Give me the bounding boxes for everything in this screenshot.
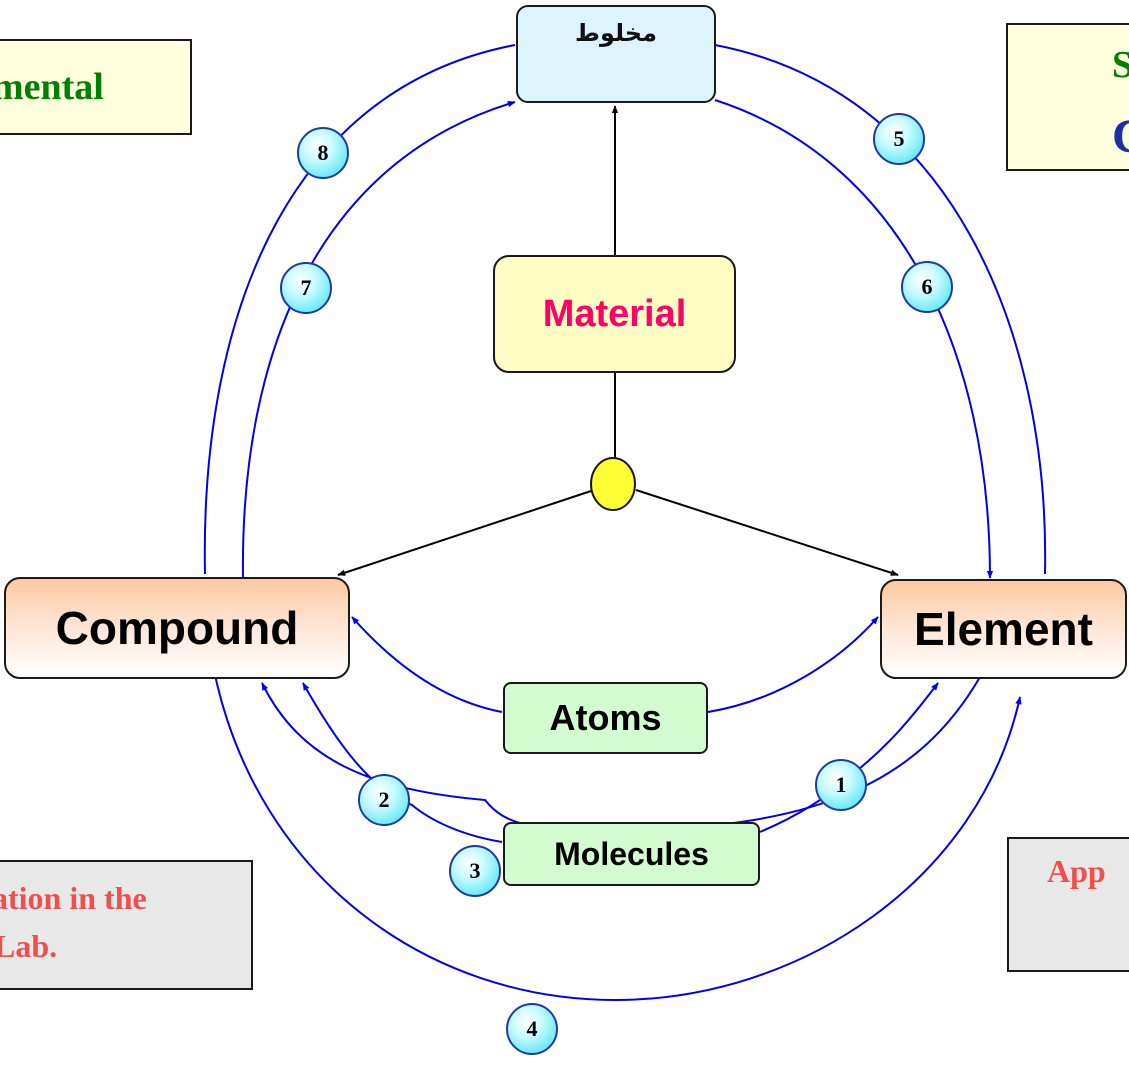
- arc-atoms-to-compound: [351, 616, 503, 713]
- side-box-bottom-left-line2: Lab.: [0, 928, 58, 964]
- badge-2: 2: [358, 774, 410, 826]
- node-mixture: مخلوط: [516, 5, 716, 103]
- node-molecules-label: Molecules: [554, 835, 709, 872]
- side-box-top-left: mental: [0, 39, 192, 135]
- link-hub-to-element: [635, 489, 899, 576]
- node-molecules: Molecules: [503, 822, 760, 886]
- badge-4: 4: [506, 1003, 558, 1055]
- arc-compound-to-mixture-inner: [241, 100, 516, 579]
- node-element: Element: [880, 579, 1127, 679]
- arc-compound-to-element-outer: [214, 674, 1022, 1002]
- node-atoms: Atoms: [503, 682, 708, 754]
- badge-8: 8: [297, 127, 349, 179]
- node-material: Material: [493, 255, 736, 373]
- badge-6: 6: [901, 261, 953, 313]
- badge-1: 1: [815, 759, 867, 811]
- side-box-bottom-right-text: App: [1047, 853, 1106, 889]
- node-element-label: Element: [914, 603, 1093, 655]
- node-compound: Compound: [4, 577, 350, 679]
- node-compound-label: Compound: [55, 602, 299, 654]
- node-mixture-label: مخلوط: [575, 19, 657, 47]
- badge-7: 7: [280, 262, 332, 314]
- side-box-bottom-right: App: [1007, 837, 1129, 972]
- arc-atoms-to-element: [707, 616, 879, 713]
- side-box-bottom-left: ation in the Lab.: [0, 860, 253, 990]
- side-box-top-right-line1: S: [1112, 44, 1129, 86]
- badge-5: 5: [873, 113, 925, 165]
- side-box-top-left-text: mental: [0, 66, 104, 108]
- hub-node: [590, 457, 636, 511]
- side-box-top-right: S C: [1006, 23, 1129, 171]
- node-material-label: Material: [542, 292, 687, 335]
- side-box-bottom-left-line1: ation in the: [0, 880, 147, 916]
- arc-mixture-to-element-outer: [714, 44, 1047, 575]
- node-atoms-label: Atoms: [549, 697, 662, 738]
- link-hub-to-compound: [337, 489, 595, 576]
- arc-compound-to-mixture-outer: [203, 44, 516, 575]
- side-box-top-right-line2: C: [1112, 109, 1129, 164]
- badge-3: 3: [449, 845, 501, 897]
- arc-mixture-to-element-inner: [714, 99, 994, 579]
